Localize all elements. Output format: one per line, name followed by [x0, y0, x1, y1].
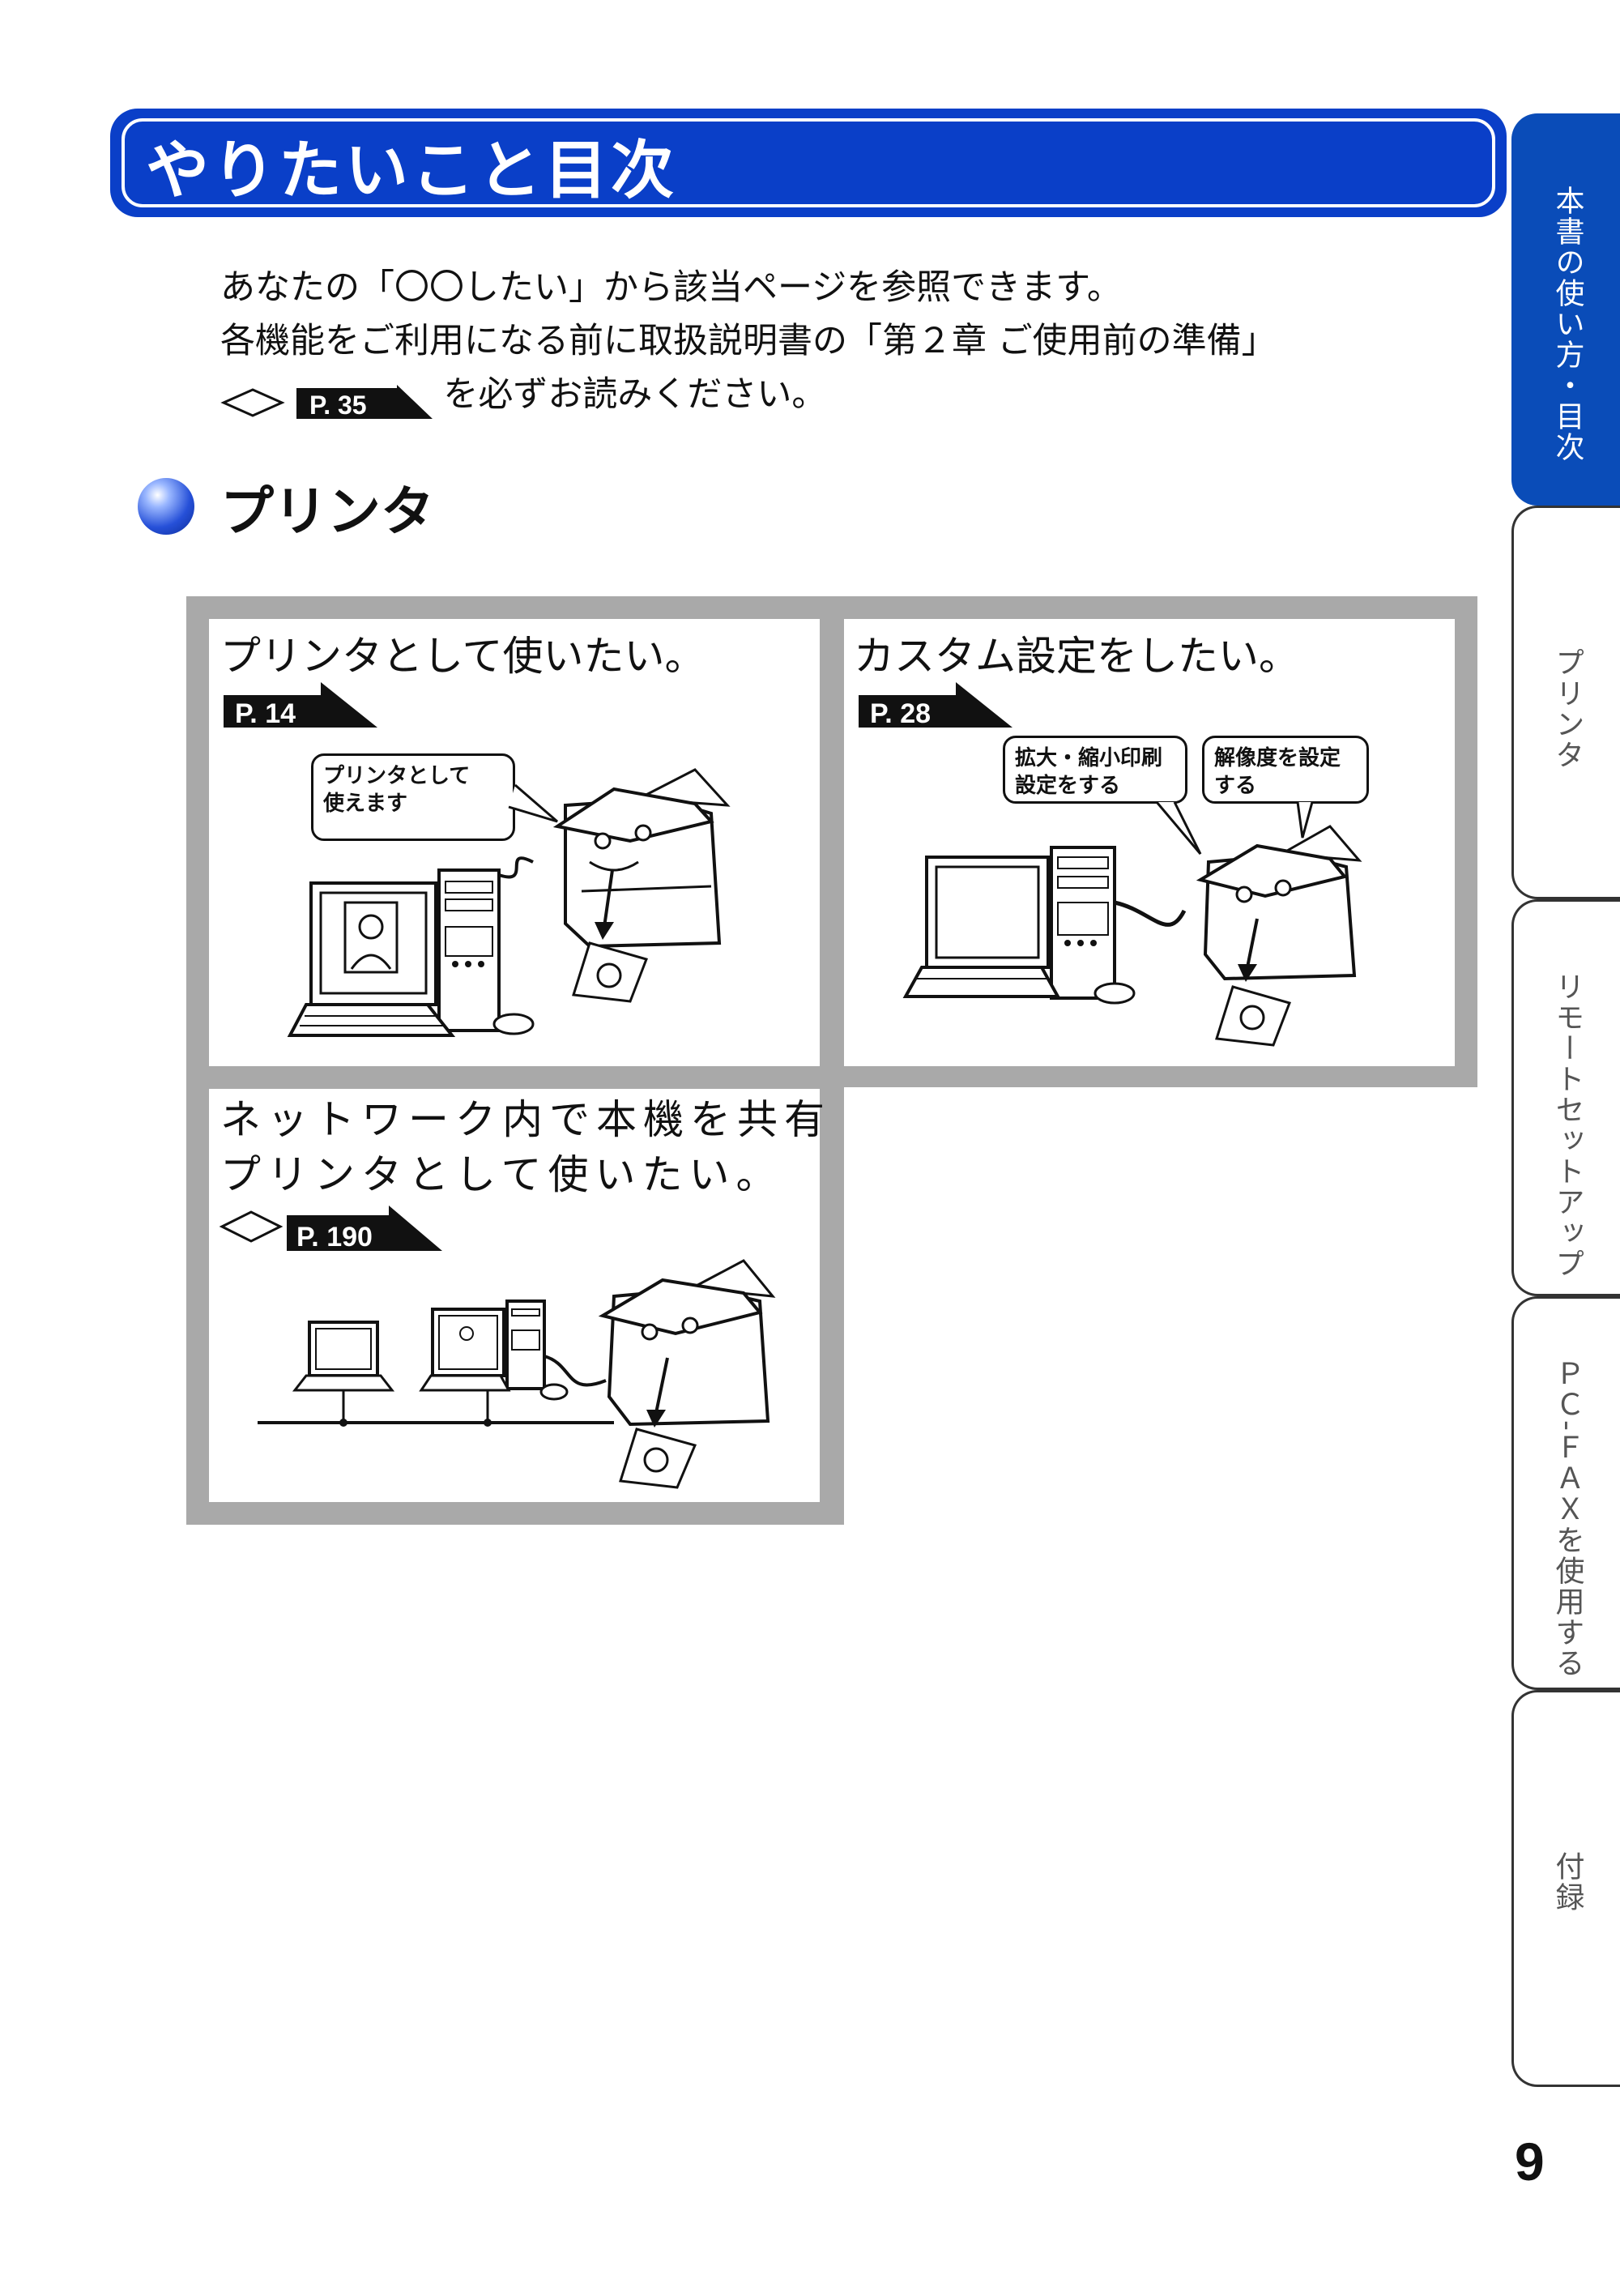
side-tab-label: 付録 [1550, 1851, 1584, 1913]
bubble-line: 拡大・縮小印刷 [1015, 746, 1163, 770]
bubble-line: 使えます [323, 792, 408, 816]
reference-page-badge: P. 35 [296, 385, 433, 420]
panel-1-page-label: P. 14 [235, 698, 296, 729]
bubble-line: プリンタとして [323, 764, 471, 788]
panel-1-illustration [287, 768, 731, 1037]
panel-3-page-badge[interactable]: P. 190 [219, 1206, 446, 1253]
panel-3-title-line-1: ネットワーク内で本機を共有 [220, 1096, 831, 1143]
panel-2-speech-bubble-1: 拡大・縮小印刷 設定をする [1003, 736, 1187, 804]
panel-3-title-line-2: プリンタとして使いたい。 [220, 1151, 783, 1198]
title-banner-frame [122, 118, 1495, 207]
page-title: やりたいこと目次 [146, 134, 678, 207]
title-banner: やりたいこと目次 [110, 109, 1507, 217]
section-ball-icon [138, 478, 194, 535]
panel-1-title: プリンタとして使いたい。 [220, 633, 706, 680]
intro-line-3-text: を必ずお読みください。 [443, 374, 827, 415]
section-title: プリンタ [220, 480, 434, 543]
side-tab-label: リモートセットアップ [1550, 971, 1584, 1279]
panel-2-illustration [902, 801, 1362, 1047]
printer-icon [1196, 825, 1362, 1047]
panel-3-title: ネットワーク内で本機を共有 プリンタとして使いたい。 [220, 1092, 831, 1202]
printer-icon [552, 768, 731, 1003]
panel-network-printer[interactable]: ネットワーク内で本機を共有 プリンタとして使いたい。 P. 190 [209, 1089, 825, 1502]
panel-custom-settings[interactable]: カスタム設定をしたい。 P. 28 拡大・縮小印刷 設定をする 解像度を設定 す… [844, 619, 1455, 1066]
panel-2-speech-bubble-2: 解像度を設定 する [1202, 736, 1369, 804]
panel-3-page-label: P. 190 [296, 1222, 373, 1253]
intro-text: あなたの「〇〇したい」から該当ページを参照できます。 各機能をご利用になる前に取… [220, 261, 1277, 429]
intro-line-3: P. 35 を必ずお読みください。 [220, 368, 1277, 429]
bubble-line: 解像度を設定 [1214, 746, 1341, 770]
page-number: 9 [1515, 2132, 1545, 2191]
bubble-line: 設定をする [1015, 774, 1121, 798]
reference-page-label: P. 35 [309, 390, 367, 420]
panel-2-page-badge[interactable]: P. 28 [859, 682, 1013, 729]
printer-icon [598, 1259, 776, 1489]
panel-printer-use[interactable]: プリンタとして使いたい。 P. 14 プリンタとして 使えます [209, 619, 820, 1066]
intro-line-2: 各機能をご利用になる前に取扱説明書の「第２章 ご使用前の準備」 [220, 321, 1277, 361]
panel-1-page-badge[interactable]: P. 14 [224, 682, 377, 729]
side-tab-contents[interactable]: 本書の使い方・目次 [1511, 113, 1620, 506]
side-tab-label: ＰＣ-ＦＡＸを使用する [1550, 1359, 1584, 1679]
computer-icon [902, 846, 1187, 1005]
panel-3-illustration [258, 1259, 776, 1489]
panel-1-speech-bubble: プリンタとして 使えます [311, 753, 515, 841]
reference-link[interactable]: P. 35 [220, 376, 433, 429]
side-tab-label: プリンタ [1550, 647, 1584, 770]
computer-icon [287, 856, 535, 1037]
side-tab-printer[interactable]: プリンタ [1511, 506, 1620, 899]
panel-2-title: カスタム設定をしたい。 [854, 633, 1299, 680]
reference-diamond-icon [220, 388, 285, 417]
side-tab-pc-fax[interactable]: ＰＣ-ＦＡＸを使用する [1511, 1296, 1620, 1690]
side-tab-appendix[interactable]: 付録 [1511, 1690, 1620, 2087]
bubble-line: する [1214, 774, 1257, 798]
side-tab-label: 本書の使い方・目次 [1550, 186, 1584, 463]
computer-icon [419, 1300, 607, 1401]
intro-line-1: あなたの「〇〇したい」から該当ページを参照できます。 [220, 267, 1122, 308]
side-tab-remote-setup[interactable]: リモートセットアップ [1511, 899, 1620, 1296]
laptop-icon [292, 1321, 395, 1392]
panel-2-page-label: P. 28 [870, 698, 931, 729]
